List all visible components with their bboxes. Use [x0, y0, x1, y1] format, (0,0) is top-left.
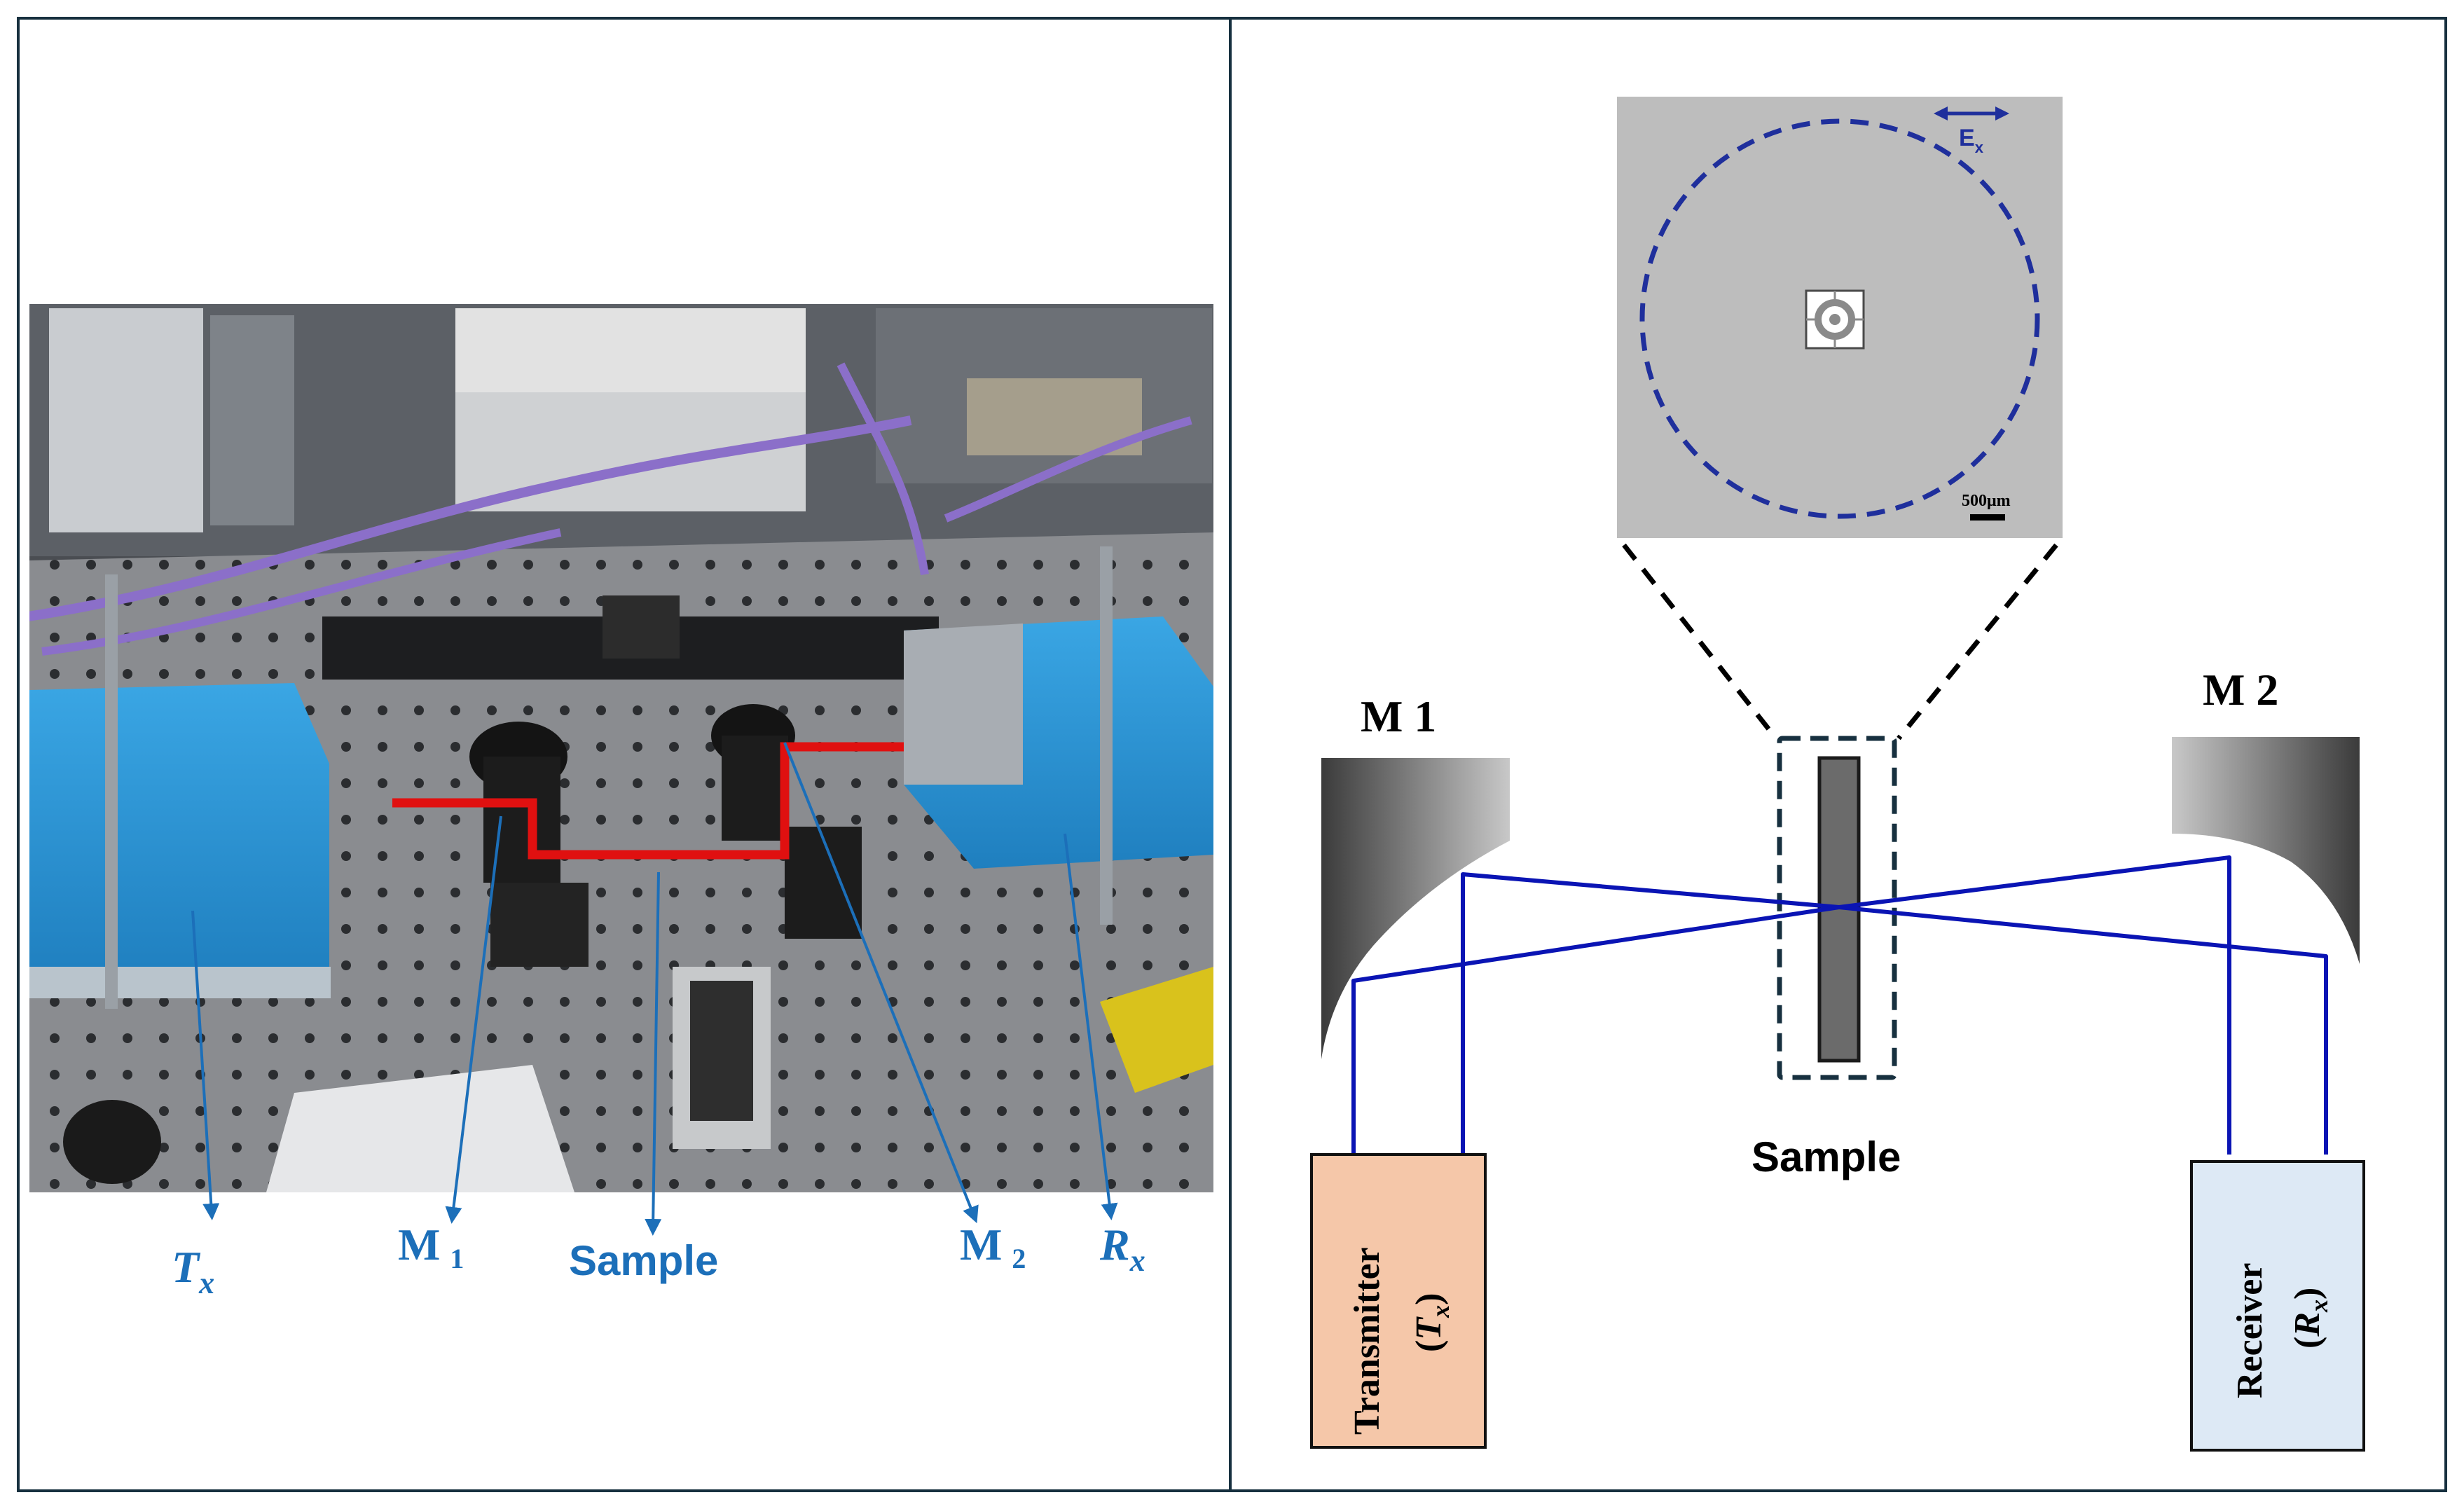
scale-bar	[1970, 514, 2005, 521]
photo-beam-path	[392, 742, 904, 860]
transmitter-label: Transmitter	[1347, 1247, 1387, 1435]
label-m2-schematic: M 2	[2203, 665, 2278, 715]
receiver-label: Receiver	[2230, 1263, 2270, 1398]
zoom-lines	[1622, 543, 2058, 740]
receiver-sublabel: (Rx)	[2287, 1288, 2333, 1349]
mirror-m1	[1321, 758, 1510, 1059]
label-tx: Tx	[172, 1242, 214, 1300]
polarization-label: Ex	[1959, 125, 1984, 156]
schematic-beams	[1351, 855, 2328, 1155]
sample-dashed-box	[1777, 736, 1897, 1080]
polarization-arrow	[1934, 106, 2009, 120]
mirror-m2	[2172, 737, 2360, 964]
label-sample-photo: Sample	[569, 1237, 718, 1284]
transmitter-sublabel: (Tx)	[1409, 1293, 1454, 1352]
beam-spot-circle	[1639, 118, 2040, 519]
transmitter-box	[1310, 1153, 1487, 1449]
lab-photo	[29, 304, 1213, 1192]
label-rx: Rx	[1099, 1220, 1145, 1278]
outer-border	[17, 17, 2447, 1492]
scale-bar-label: 500μm	[1962, 492, 2011, 510]
receiver-box	[2190, 1160, 2365, 1452]
label-m1-schematic: M 1	[1361, 691, 1436, 741]
sample-inset: Ex 500μm	[1617, 97, 2063, 538]
photo-pointer-arrows	[191, 742, 1118, 1236]
label-sample-schematic: Sample	[1751, 1134, 1901, 1180]
